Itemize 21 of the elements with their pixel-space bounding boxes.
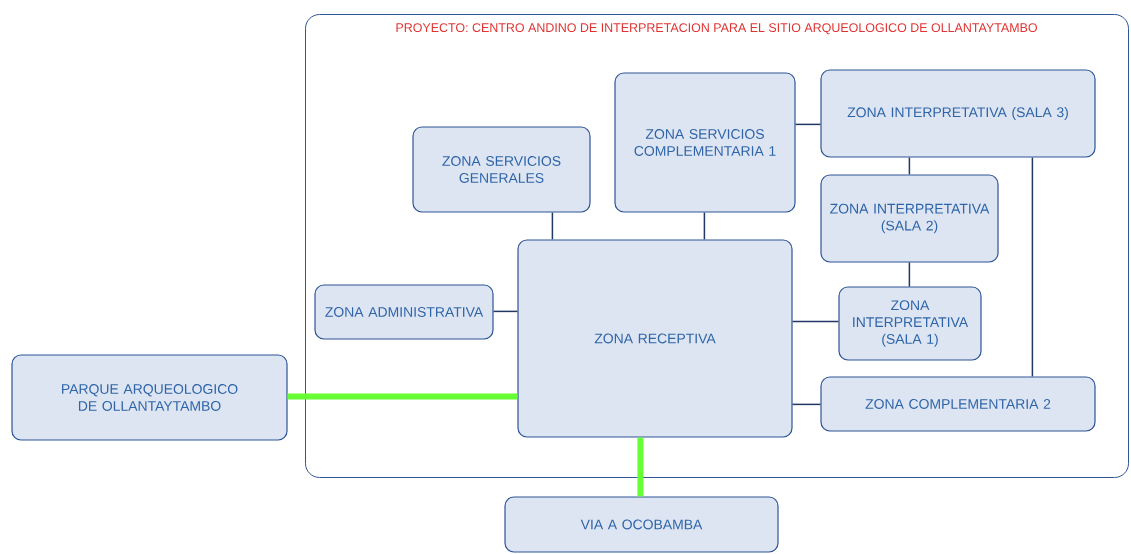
connector-line: [703, 211, 706, 241]
zone-box: ZONA INTERPRETATIVA (SALA 2): [820, 174, 999, 263]
zone-box: ZONA INTERPRETATIVA (SALA 1): [838, 286, 982, 361]
zone-box: ZONA SERVICIOS GENERALES: [412, 126, 591, 213]
zone-box: ZONA SERVICIOS COMPLEMENTARIA 1: [614, 72, 796, 213]
connector-line: [794, 123, 822, 126]
connector-line: [492, 310, 519, 313]
road-connector: [637, 437, 644, 497]
connector-line: [551, 211, 554, 241]
zone-box: PARQUE ARQUEOLOGICO DE OLLANTAYTAMBO: [11, 354, 288, 441]
connector-line: [791, 320, 840, 323]
connector-line: [908, 261, 911, 288]
zone-box: ZONA INTERPRETATIVA (SALA 3): [820, 69, 1096, 158]
zone-box: ZONA ADMINISTRATIVA: [314, 284, 494, 340]
connector-line: [1031, 156, 1034, 378]
road-connector: [287, 393, 518, 400]
zone-box: ZONA COMPLEMENTARIA 2: [820, 376, 1096, 432]
zone-box: VIA A OCOBAMBA: [504, 496, 779, 553]
zone-box: ZONA RECEPTIVA: [517, 239, 793, 438]
connector-line: [791, 403, 822, 406]
connector-line: [908, 156, 911, 176]
